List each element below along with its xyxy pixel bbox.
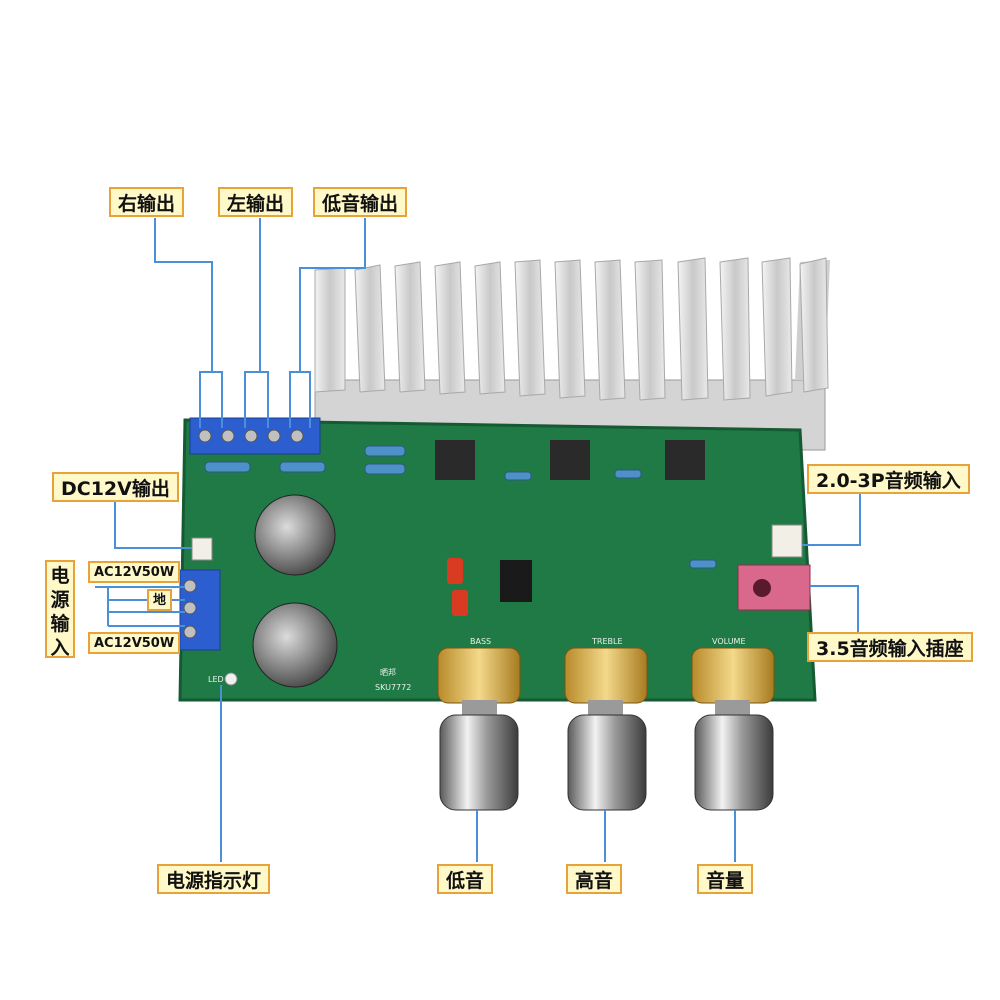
knob-treble[interactable] xyxy=(567,714,647,811)
label-audio-in-3p: 2.0-3P音频输入 xyxy=(807,464,970,494)
callout-lines xyxy=(95,218,861,862)
pot-volume xyxy=(691,647,775,811)
silk-sku: SKU7772 xyxy=(375,683,411,692)
label-jack-35: 3.5音频输入插座 xyxy=(807,632,973,662)
label-power-input: 电源输入 xyxy=(45,560,75,659)
pot-bass xyxy=(437,647,521,811)
label-ground: 地 xyxy=(147,589,173,611)
pot-treble xyxy=(564,647,648,811)
power-ics xyxy=(435,440,705,480)
label-bass: 低音 xyxy=(437,864,494,894)
label-bass-output: 低音输出 xyxy=(313,187,408,217)
silk-brand: 晒邦 xyxy=(380,667,396,677)
power-led xyxy=(224,672,238,686)
knob-volume[interactable] xyxy=(694,714,774,811)
label-dc-output: DC12V输出 xyxy=(52,472,179,502)
label-ac-bottom: AC12V50W xyxy=(88,632,181,654)
label-right-output: 右输出 xyxy=(109,187,185,217)
knob-bass[interactable] xyxy=(439,714,519,811)
film-capacitors xyxy=(447,558,468,616)
label-treble: 高音 xyxy=(566,864,623,894)
audio-input-3p-connector xyxy=(771,524,803,558)
silk-treble: TREBLE xyxy=(591,637,623,646)
label-ac-top: AC12V50W xyxy=(88,561,181,583)
filter-capacitors xyxy=(252,494,338,688)
heatsink xyxy=(314,257,830,451)
output-terminal-block xyxy=(189,417,321,455)
silk-led: LED xyxy=(208,675,224,684)
dc-output-connector xyxy=(191,537,213,561)
silk-bass: BASS xyxy=(470,637,491,646)
op-amp-chip xyxy=(500,560,532,602)
label-volume: 音量 xyxy=(697,864,754,894)
label-power-led: 电源指示灯 xyxy=(157,864,271,894)
silk-volume: VOLUME xyxy=(712,637,746,646)
resistors xyxy=(204,445,717,569)
label-left-output: 左输出 xyxy=(218,187,294,217)
audio-jack-35mm xyxy=(737,564,811,611)
power-terminal-block xyxy=(179,569,221,651)
